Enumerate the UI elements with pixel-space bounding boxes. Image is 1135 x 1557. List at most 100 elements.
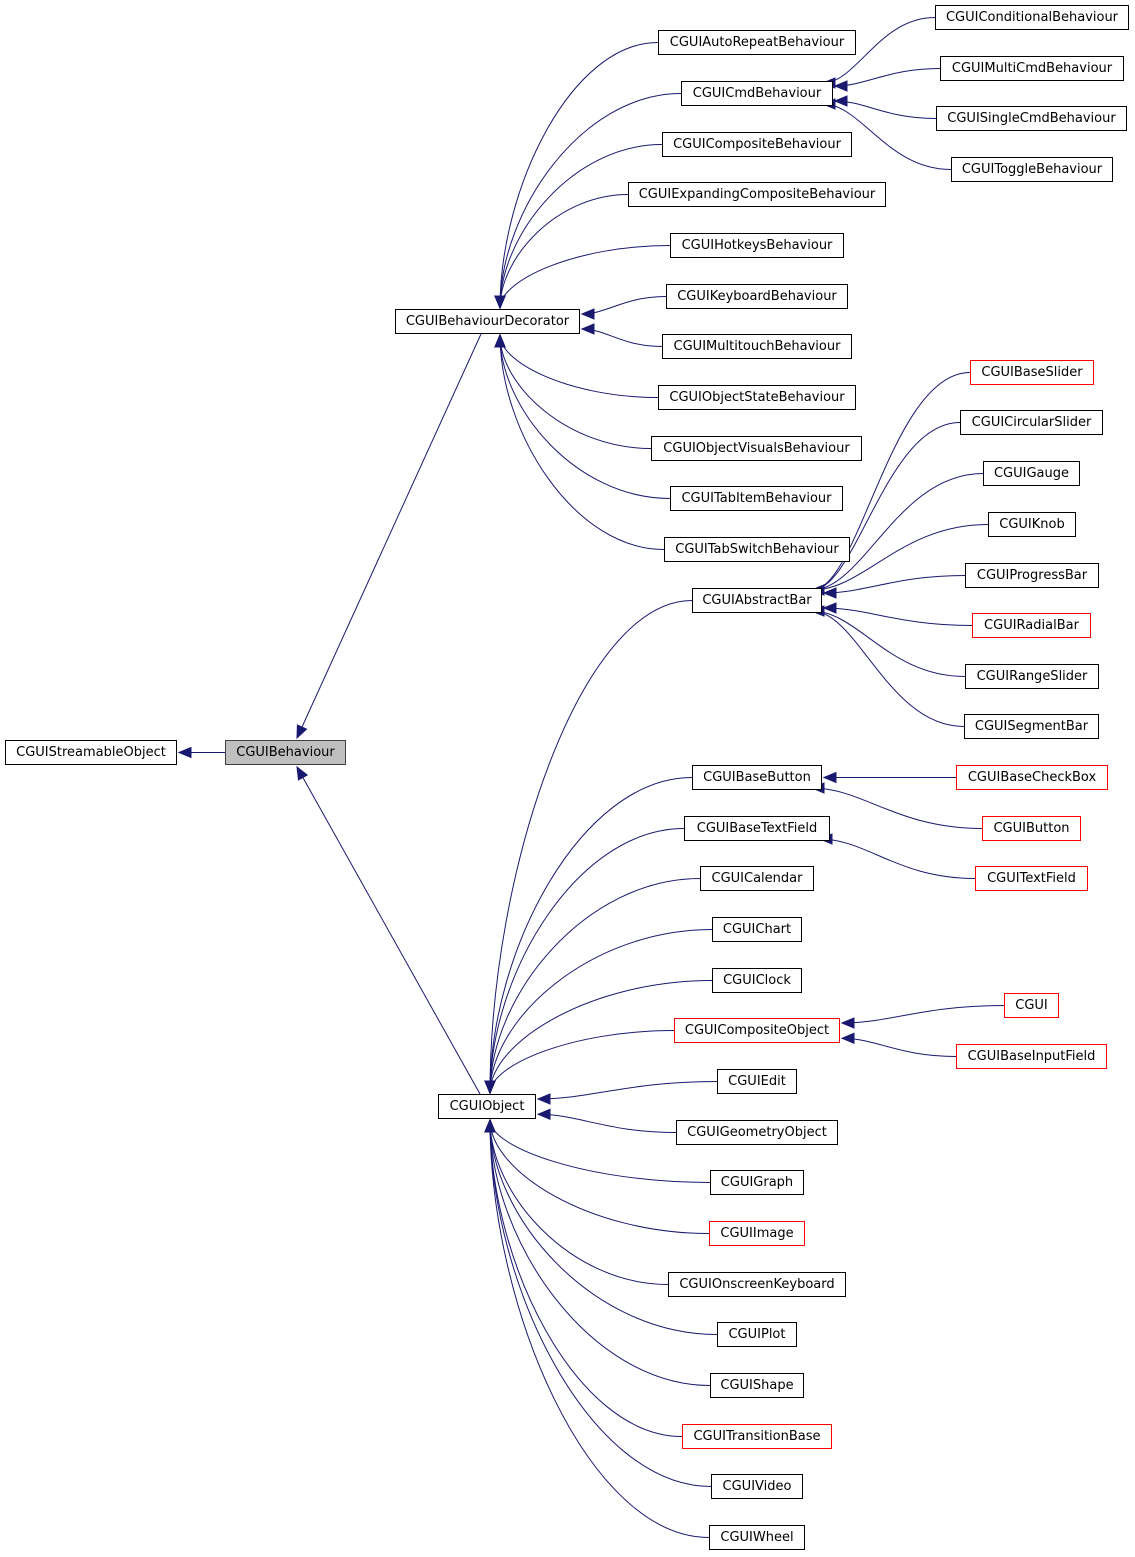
class-node-video[interactable]: CGUIVideo — [711, 1474, 803, 1499]
edge-edit-to-object-arrowhead — [536, 1093, 551, 1105]
edge-multitouch-to-decorator-arrowhead — [580, 323, 595, 335]
edge-geometry-to-object-arrowhead — [536, 1108, 551, 1121]
edge-video-to-object — [489, 1119, 712, 1487]
class-node-streamable[interactable]: CGUIStreamableObject — [5, 740, 177, 765]
edge-knob-to-abstractbar — [811, 524, 989, 591]
class-node-progress[interactable]: CGUIProgressBar — [965, 563, 1099, 588]
class-node-toggle[interactable]: CGUIToggleBehaviour — [951, 157, 1113, 182]
edge-tabswitch-to-decorator — [499, 334, 665, 550]
edge-keyboard-to-decorator-arrowhead — [580, 308, 595, 320]
edge-circular-to-abstractbar — [811, 422, 961, 591]
edge-objvisuals-to-decorator — [499, 334, 652, 449]
class-node-tabitem[interactable]: CGUITabItemBehaviour — [670, 486, 843, 511]
class-node-range[interactable]: CGUIRangeSlider — [965, 664, 1099, 689]
class-node-keyboard[interactable]: CGUIKeyboardBehaviour — [666, 284, 848, 309]
class-node-baseslider[interactable]: CGUIBaseSlider — [970, 360, 1094, 385]
edge-edit-to-object — [537, 1081, 718, 1100]
edge-segment-to-abstractbar — [811, 610, 965, 727]
class-node-decorator[interactable]: CGUIBehaviourDecorator — [395, 309, 580, 334]
class-node-composite_b[interactable]: CGUICompositeBehaviour — [662, 132, 852, 157]
edge-progress-to-abstractbar — [823, 575, 966, 594]
edge-hotkeys-to-decorator-arrowhead — [494, 295, 506, 310]
edge-plot-to-object — [489, 1119, 718, 1335]
edge-wheel-to-object — [489, 1119, 710, 1538]
class-node-image[interactable]: CGUIImage — [709, 1221, 805, 1246]
class-node-tabswitch[interactable]: CGUITabSwitchBehaviour — [664, 537, 850, 562]
edge-shape-to-object — [489, 1119, 711, 1386]
class-node-geometry[interactable]: CGUIGeometryObject — [676, 1120, 838, 1145]
edge-transition-to-object — [489, 1119, 683, 1437]
edge-onscreenkb-to-object — [489, 1119, 669, 1285]
edge-singlecmd-to-cmd-arrowhead — [833, 95, 848, 107]
edge-clock-to-object — [489, 980, 713, 1094]
edge-inputfield-to-compositeobj — [841, 1037, 957, 1057]
class-node-shape[interactable]: CGUIShape — [710, 1373, 804, 1398]
class-node-objstate[interactable]: CGUIObjectStateBehaviour — [658, 385, 856, 410]
class-node-multitouch[interactable]: CGUIMultitouchBehaviour — [662, 334, 852, 359]
edge-wheel-to-object-arrowhead — [484, 1118, 496, 1133]
edge-tabitem-to-decorator — [499, 334, 671, 499]
class-node-basebutton[interactable]: CGUIBaseButton — [692, 765, 822, 790]
edge-composite_b-to-decorator — [499, 144, 663, 309]
class-node-behaviour: CGUIBehaviour — [225, 740, 346, 765]
class-node-objvisuals[interactable]: CGUIObjectVisualsBehaviour — [651, 436, 862, 461]
edge-radial-to-abstractbar — [823, 607, 973, 626]
edge-tabswitch-to-decorator-arrowhead — [494, 333, 506, 348]
edge-toggle-to-cmd — [822, 103, 952, 170]
class-node-gauge[interactable]: CGUIGauge — [983, 461, 1080, 486]
edge-inputfield-to-compositeobj-arrowhead — [840, 1032, 855, 1045]
class-node-segment[interactable]: CGUISegmentBar — [964, 714, 1099, 739]
class-node-wheel[interactable]: CGUIWheel — [709, 1525, 805, 1550]
class-node-compositeobj[interactable]: CGUICompositeObject — [674, 1018, 840, 1043]
class-node-cgui[interactable]: CGUI — [1004, 993, 1059, 1018]
edge-chart-to-object — [489, 929, 713, 1094]
class-node-singlecmd[interactable]: CGUISingleCmdBehaviour — [936, 106, 1127, 131]
class-node-expanding[interactable]: CGUIExpandingCompositeBehaviour — [628, 182, 886, 207]
class-node-calendar[interactable]: CGUICalendar — [700, 866, 814, 891]
edge-image-to-object — [489, 1119, 710, 1234]
edge-basebutton-to-object — [489, 777, 693, 1094]
edge-calendar-to-object — [489, 878, 701, 1094]
edge-compositeobj-to-object-arrowhead — [484, 1080, 496, 1095]
edge-button-to-basebutton — [811, 787, 983, 829]
edge-range-to-abstractbar — [811, 610, 966, 677]
class-node-graph[interactable]: CGUIGraph — [710, 1170, 804, 1195]
class-node-edit[interactable]: CGUIEdit — [717, 1069, 797, 1094]
edge-cgui-to-compositeobj — [841, 1005, 1005, 1024]
class-node-textfield[interactable]: CGUITextField — [975, 866, 1088, 891]
edge-basetextfield-to-object — [489, 828, 685, 1094]
class-node-knob[interactable]: CGUIKnob — [988, 512, 1076, 537]
class-node-multicmd[interactable]: CGUIMultiCmdBehaviour — [940, 56, 1124, 81]
class-node-autorepeat[interactable]: CGUIAutoRepeatBehaviour — [658, 30, 856, 55]
class-node-plot[interactable]: CGUIPlot — [717, 1322, 797, 1347]
class-node-button[interactable]: CGUIButton — [982, 816, 1081, 841]
edge-baseslider-to-abstractbar — [811, 372, 971, 591]
edge-cmd-to-decorator — [499, 93, 682, 309]
class-node-hotkeys[interactable]: CGUIHotkeysBehaviour — [670, 233, 844, 258]
class-node-transition[interactable]: CGUITransitionBase — [682, 1424, 832, 1449]
class-node-radial[interactable]: CGUIRadialBar — [972, 613, 1091, 638]
edge-multicmd-to-cmd-arrowhead — [833, 80, 848, 92]
edge-decorator-to-behaviour — [296, 333, 482, 739]
class-node-abstractbar[interactable]: CGUIAbstractBar — [692, 588, 822, 613]
class-node-object[interactable]: CGUIObject — [438, 1094, 536, 1119]
edge-object-to-behaviour — [296, 766, 481, 1095]
class-node-clock[interactable]: CGUIClock — [712, 968, 802, 993]
class-node-onscreenkb[interactable]: CGUIOnscreenKeyboard — [668, 1272, 846, 1297]
class-node-checkbox[interactable]: CGUIBaseCheckBox — [956, 765, 1108, 790]
class-node-conditional[interactable]: CGUIConditionalBehaviour — [935, 5, 1129, 30]
edge-geometry-to-object — [537, 1113, 677, 1133]
edge-object-to-behaviour-arrowhead — [296, 765, 309, 781]
edge-decorator-to-behaviour-arrowhead — [296, 724, 308, 740]
class-node-inputfield[interactable]: CGUIBaseInputField — [956, 1044, 1107, 1069]
edge-abstractbar-to-object — [489, 600, 693, 1094]
edge-checkbox-to-basebutton-arrowhead — [822, 771, 837, 784]
class-node-basetextfield[interactable]: CGUIBaseTextField — [684, 816, 830, 841]
edge-expanding-to-decorator — [499, 194, 629, 309]
edge-textfield-to-basetextfield — [819, 838, 976, 879]
class-node-cmd[interactable]: CGUICmdBehaviour — [681, 81, 833, 106]
class-node-circular[interactable]: CGUICircularSlider — [960, 410, 1103, 435]
class-node-chart[interactable]: CGUIChart — [712, 917, 802, 942]
